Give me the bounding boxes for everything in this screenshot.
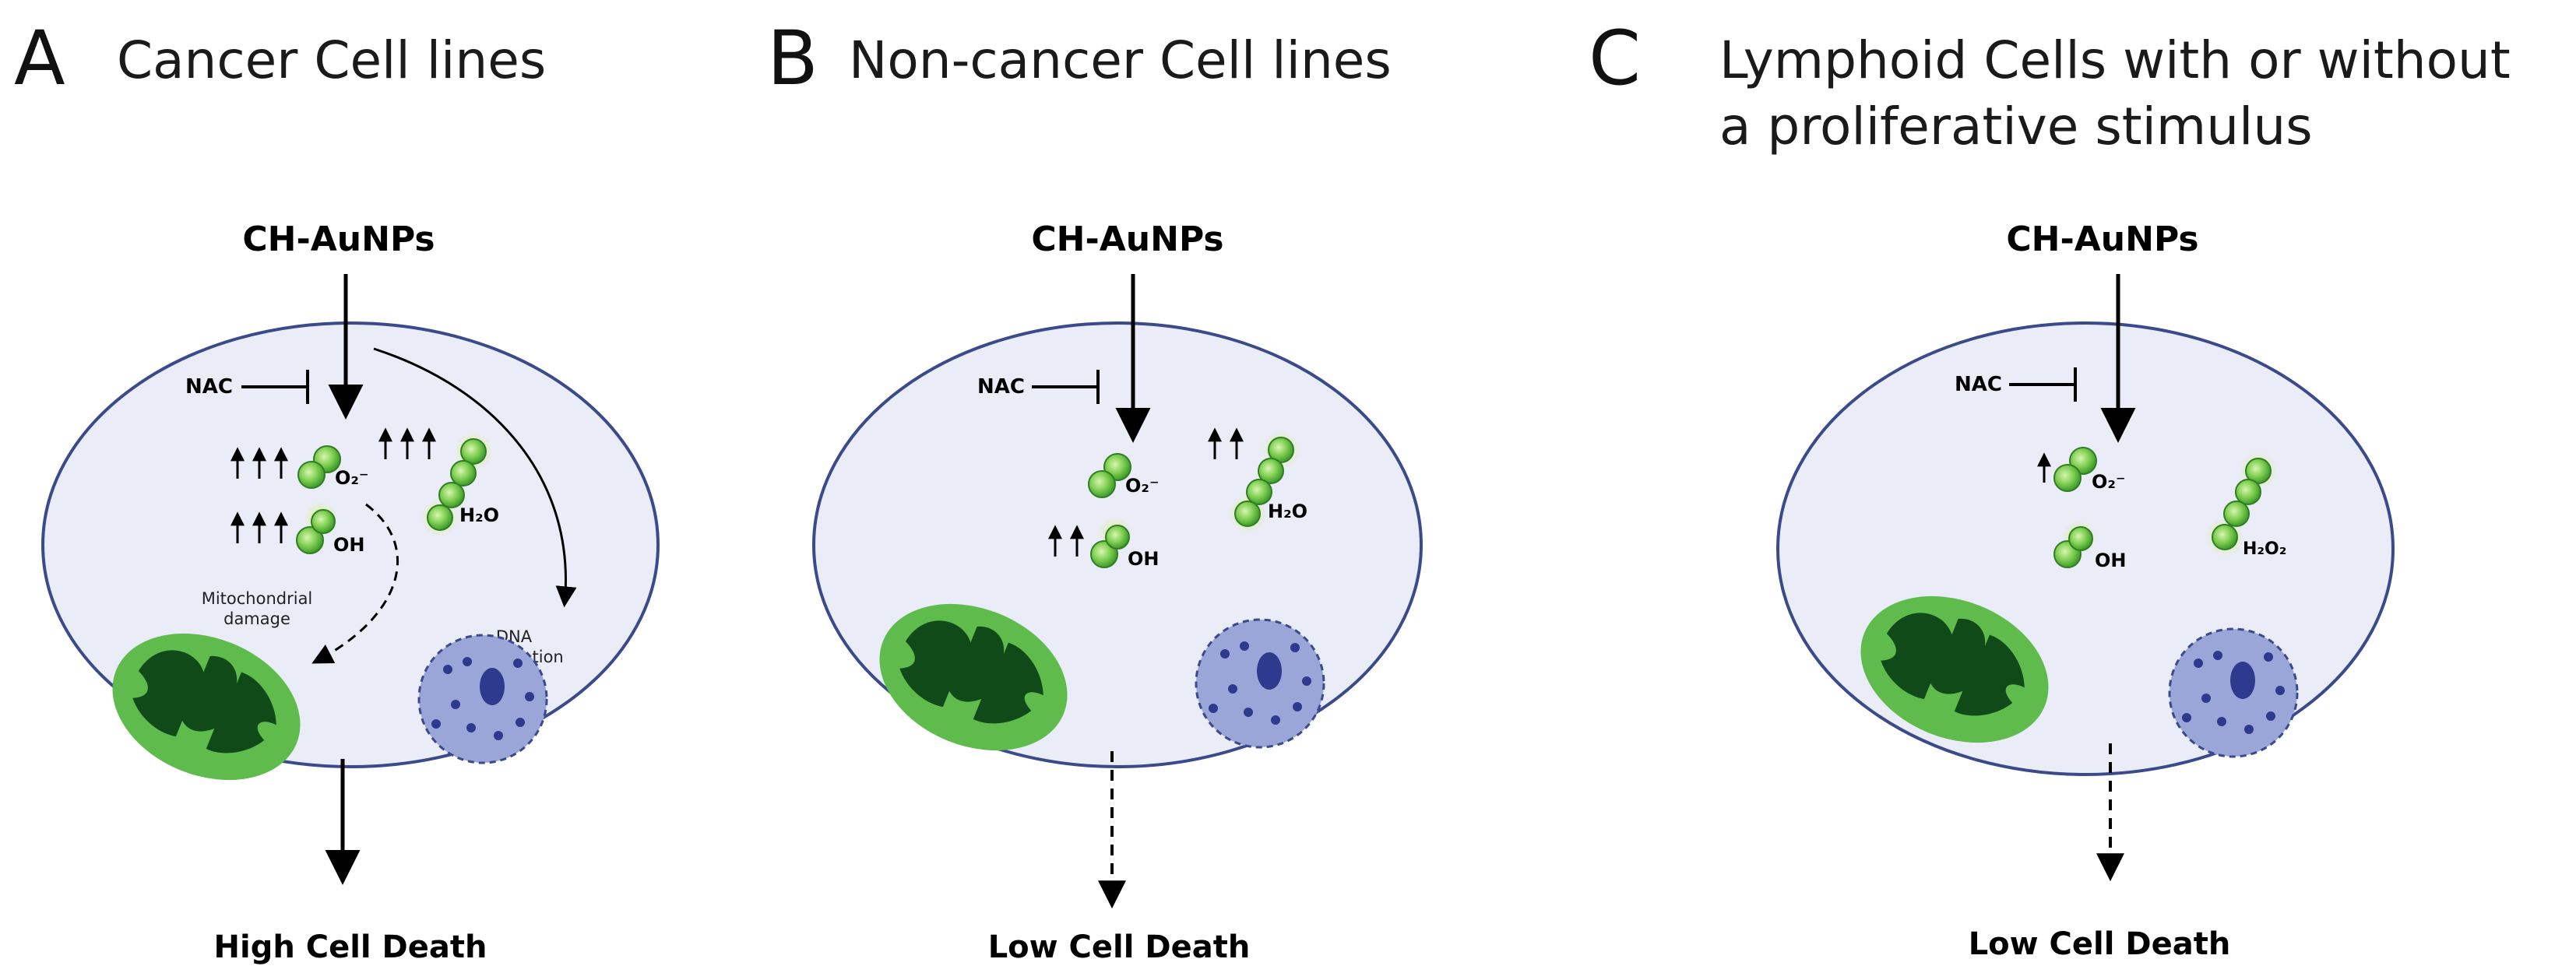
panel-a-hydroxyl-particles [296,501,338,554]
panel-c-title-line-1: Lymphoid Cells with or without [1719,30,2511,90]
panel-c-nucleus [2168,627,2299,758]
panel-b-hydroxyl-particles [1090,517,1132,568]
panel-c-mitochondrion [1860,595,2049,743]
panel-c-inhibitor: NAC [1955,373,2002,396]
panel-b-peroxide-label: H₂O [1268,501,1307,522]
panel-b-nucleus [1195,618,1325,749]
panel-b-superoxide-particles [1088,453,1131,498]
panel-a-letter: A [14,15,65,102]
panel-b-title: Non-cancer Cell lines [849,30,1392,90]
panel-a-superoxide-label: O₂⁻ [335,467,369,489]
panel-b-stimulus: CH-AuNPs [1031,220,1223,259]
panel-a-dna-arrow [373,347,577,608]
panel-a-hydroxyl-up-arrows [231,511,288,543]
panel-a-peroxide-particles [421,432,493,537]
panel-a: A Cancer Cell lines CH-AuNPs NAC O₂⁻ [14,15,660,965]
panel-a-inhibitor: NAC [185,375,233,399]
panel-a-outcome: High Cell Death [214,929,487,965]
panel-a-hydroxyl-label: OH [333,534,365,556]
panel-b-peroxide-particles [1228,430,1300,533]
panel-c-superoxide-particles [2053,447,2097,492]
panel-b-peroxide-up-arrows [1208,427,1244,459]
panel-a-superoxide-particles [297,445,341,489]
panel-a-mitochondrion [112,633,301,781]
panel-a-mito-label-2: damage [223,609,290,628]
panel-a-superoxide-up-arrows [231,447,288,479]
panel-b-superoxide-label: O₂⁻ [1125,475,1160,497]
panel-b-outcome: Low Cell Death [988,929,1251,965]
panel-a-stimulus: CH-AuNPs [242,220,435,259]
panel-a-mito-arrow [311,503,399,664]
panel-c: C Lymphoid Cells with or without a proli… [1589,15,2511,962]
panel-c-outcome: Low Cell Death [1969,926,2231,962]
panel-a-title: Cancer Cell lines [117,30,546,90]
panel-c-hydroxyl-particles [2053,520,2096,568]
panel-c-peroxide-particles [2205,451,2278,557]
panel-b-inhibitor: NAC [977,375,1025,399]
panel-c-stimulus: CH-AuNPs [2006,220,2198,259]
panel-c-hydroxyl-label: OH [2095,550,2127,571]
panel-b-mitochondrion [879,603,1068,751]
panel-b-hydroxyl-up-arrows [1048,525,1084,557]
panel-a-nucleus [417,634,548,764]
panel-c-title-line-2: a proliferative stimulus [1719,97,2313,156]
panel-a-peroxide-label: H₂O [459,504,499,526]
panel-a-mito-label-1: Mitochondrial [202,589,313,608]
panel-b-letter: B [767,15,818,102]
panel-c-superoxide-label: O₂⁻ [2092,471,2126,493]
panel-b-hydroxyl-label: OH [1128,548,1160,570]
panel-b: B Non-cancer Cell lines CH-AuNPs NAC O₂⁻… [767,15,1423,965]
panel-a-peroxide-up-arrows [378,427,436,459]
panel-c-letter: C [1589,15,1641,102]
panel-c-peroxide-label: H₂O₂ [2243,539,2286,559]
